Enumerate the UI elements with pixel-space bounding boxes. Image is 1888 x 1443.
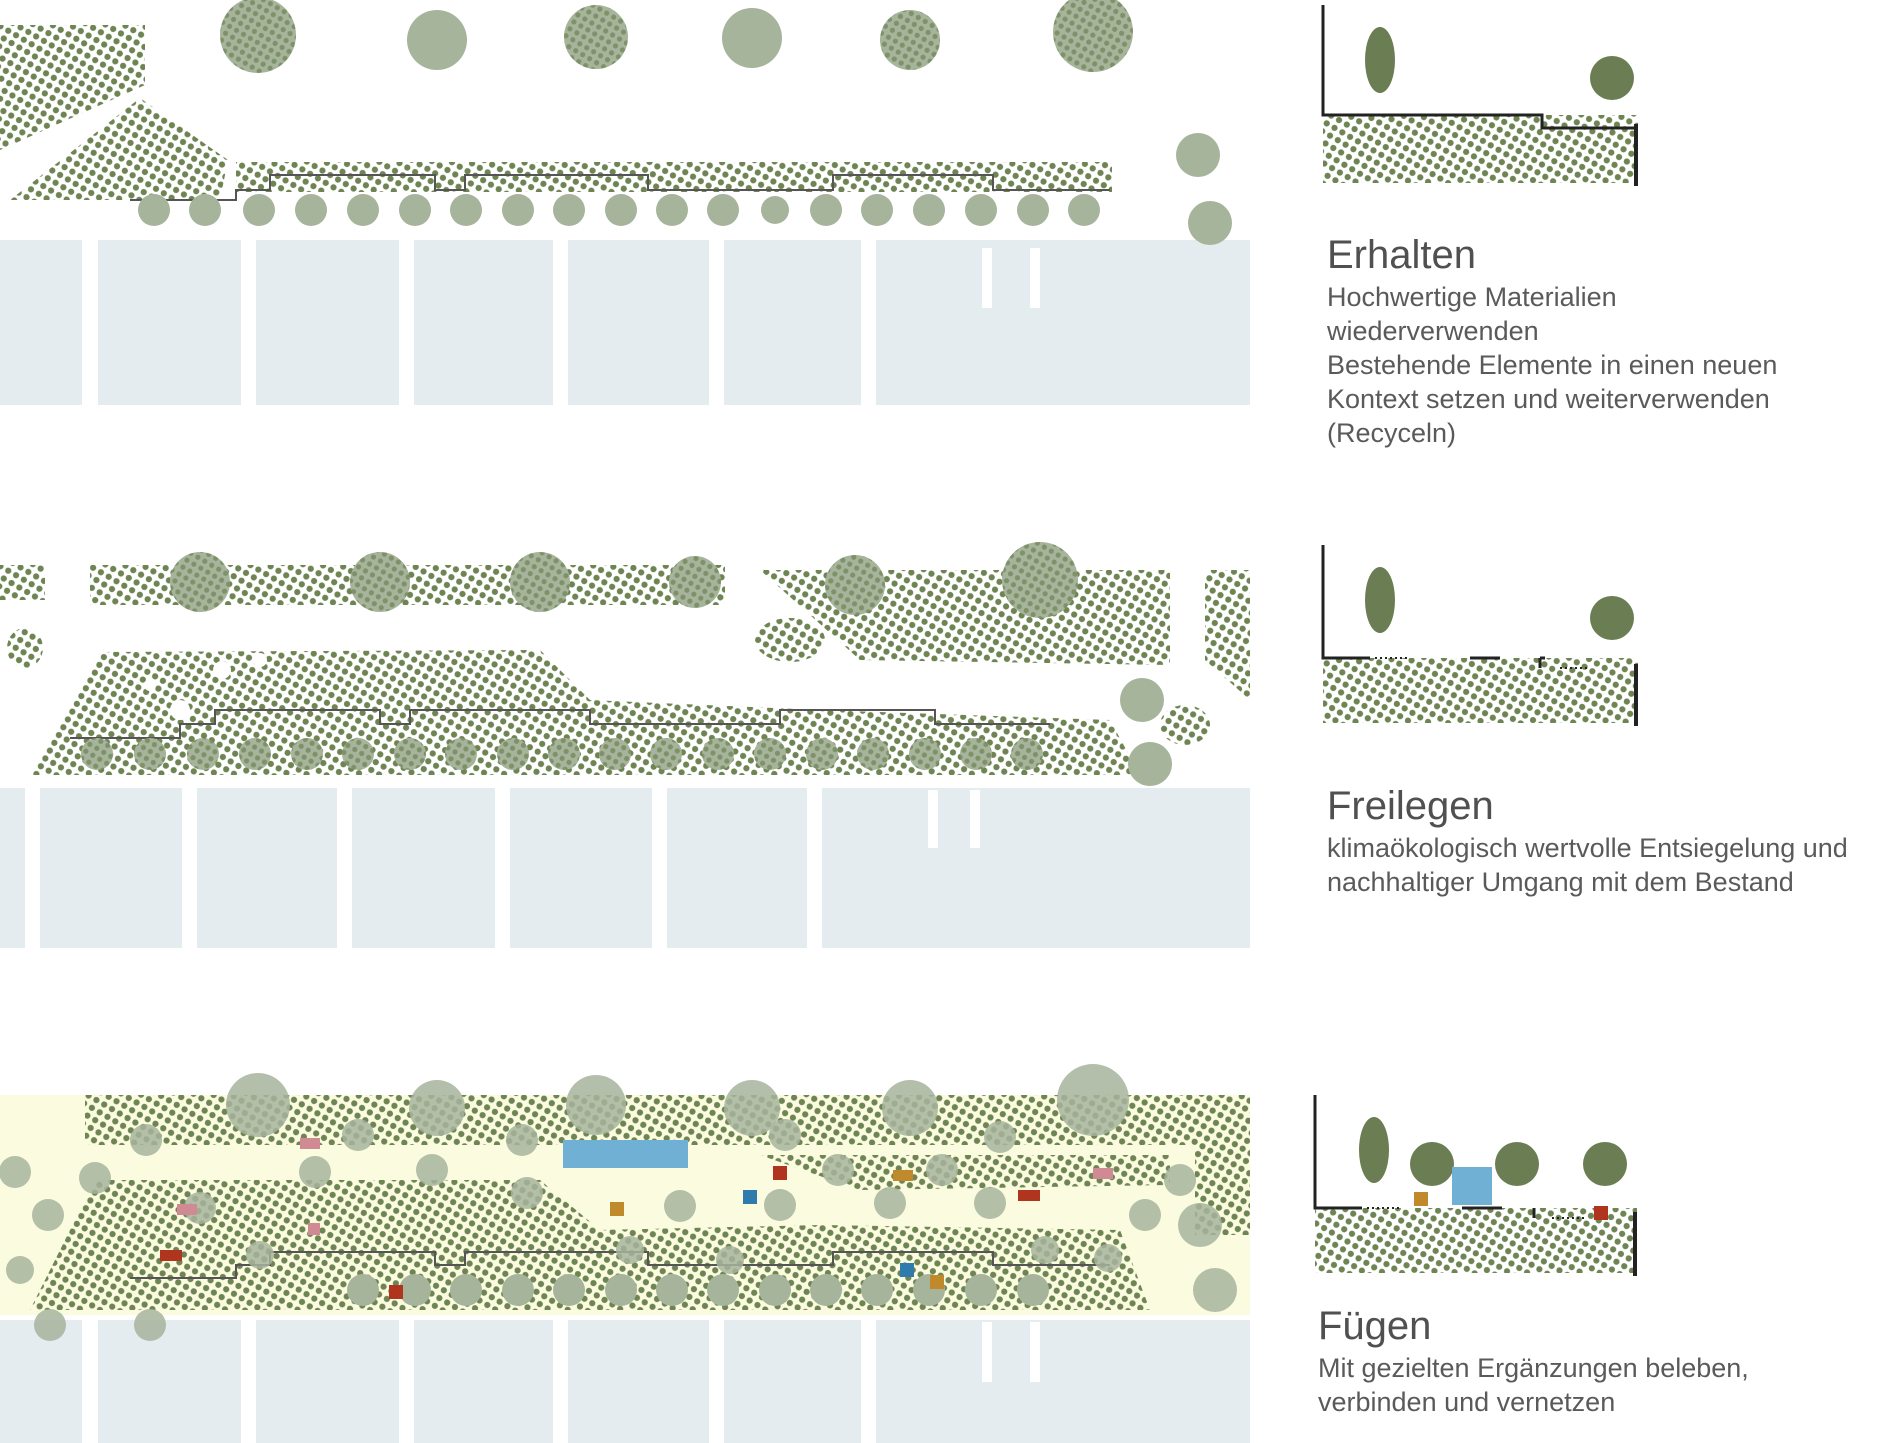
section-title: Erhalten [1327,233,1476,277]
site-plan-freilegen [0,542,1250,948]
tree-row-edge [138,194,1100,226]
section-diagram-fuegen [1313,1095,1637,1276]
site-plan-erhalten [0,0,1250,405]
tree-row-top [170,542,1172,786]
edge-line [70,709,1050,739]
tree-icon [1365,567,1395,633]
tree-icon [1590,596,1634,640]
pavilion-icon [1452,1167,1492,1205]
paving [0,240,1250,405]
tree-row-edge [81,738,1043,770]
tree-canopies [0,1064,1237,1341]
section-diagram-erhalten [1321,5,1638,186]
tree-row-edge [347,1274,1049,1306]
tree-icon [1583,1142,1627,1186]
furniture [160,1138,1113,1299]
panel-freilegen: Freilegen klimaökologisch wertvolle Ents… [0,540,1888,960]
paving [0,1320,1250,1443]
bench-icon [1594,1206,1608,1220]
tree-icon [1590,56,1634,100]
tree-row-top [220,0,1232,245]
section-description: Mit gezielten Ergänzungen beleben, verbi… [1318,1353,1749,1417]
lawn [0,25,1112,200]
panel-fuegen: Fügen Mit gezielten Ergänzungen beleben,… [0,1060,1888,1443]
panel-erhalten: Erhalten Hochwertige Materialien wiederv… [0,0,1888,460]
section-description: klimaökologisch wertvolle Entsiegelung u… [1327,833,1848,897]
section-title: Freilegen [1327,784,1494,828]
site-plan-fuegen [0,1064,1250,1443]
tree-icon [1359,1117,1389,1183]
edge-line [130,1251,1110,1279]
edge-line [130,174,1110,201]
section-diagram-freilegen [1321,545,1638,726]
tree-icon [1365,27,1395,93]
tree-icon [1495,1142,1539,1186]
section-title: Fügen [1318,1304,1432,1348]
tree-icon [1410,1142,1454,1186]
section-description: Hochwertige Materialien wiederverwenden … [1327,282,1778,448]
paving [0,788,1250,948]
bench-icon [1414,1192,1428,1206]
pavilion [563,1140,688,1168]
